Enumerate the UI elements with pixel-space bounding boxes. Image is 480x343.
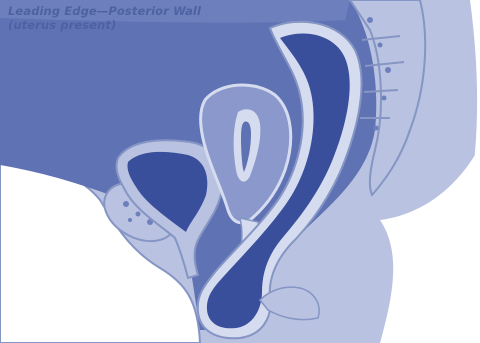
- bone-dot: [136, 212, 141, 217]
- bone-dot: [128, 218, 132, 222]
- caption-subtitle: (uterus present): [8, 18, 201, 32]
- sacrum-dot: [374, 126, 379, 131]
- sacrum-dot: [382, 96, 387, 101]
- sacrum-dot: [367, 17, 373, 23]
- bone-dot: [123, 201, 129, 207]
- sacrum-dot: [378, 43, 383, 48]
- sacrum-dot: [385, 67, 391, 73]
- caption-title: Leading Edge—Posterior Wall: [8, 4, 201, 18]
- figure-caption: Leading Edge—Posterior Wall (uterus pres…: [8, 4, 201, 32]
